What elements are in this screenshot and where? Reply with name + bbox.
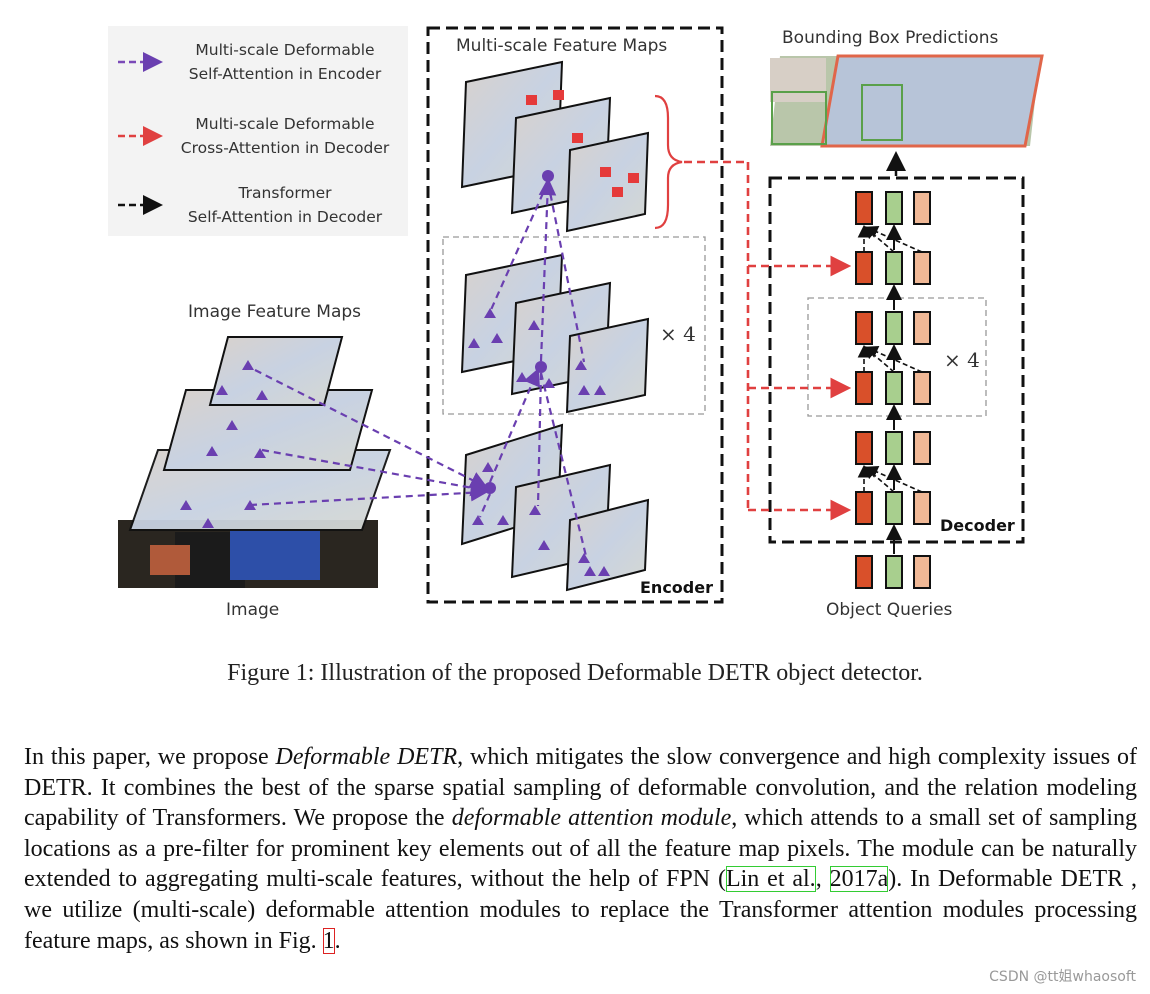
encoder-self-attention-arrows — [249, 177, 588, 557]
label-bounding-box-predictions: Bounding Box Predictions — [782, 28, 999, 48]
watermark: CSDN @tt姐whaosoft — [989, 969, 1136, 985]
citation-link[interactable]: Lin et al. — [725, 866, 816, 893]
para-text: ). In Deformable DETR , we utilize (mult… — [24, 866, 1138, 954]
figure-diagram — [118, 26, 1044, 604]
decoder-cross-attention-arrows — [684, 160, 852, 521]
label-object-queries: Object Queries — [826, 600, 953, 620]
citation-link[interactable]: 2017a — [829, 866, 889, 893]
decoder-box — [768, 176, 1025, 544]
encoder-box — [426, 26, 724, 604]
sampling-points-red — [526, 90, 639, 197]
image-feature-maps — [128, 336, 392, 531]
para-text: , which attends to a small set of sampli… — [24, 805, 1137, 893]
legend-arrows — [118, 52, 163, 215]
label-image-feature-maps: Image Feature Maps — [188, 302, 362, 322]
para-emphasis: Deformable DETR — [275, 744, 458, 770]
para-text: , which mitigates the slow convergence a… — [24, 744, 1137, 832]
label-image: Image — [226, 600, 280, 620]
label-encoder: Encoder — [640, 578, 713, 597]
body-paragraph: In this paper, we propose Deformable DET… — [24, 742, 1137, 956]
label-decoder: Decoder — [940, 516, 1015, 535]
figure-reference-link[interactable]: 1 — [322, 927, 335, 954]
encoder-repeat-box — [442, 236, 706, 415]
label-multi-scale-feature-maps: Multi-scale Feature Maps — [456, 36, 668, 56]
feature-brace — [654, 94, 683, 230]
para-emphasis: deformable attention module — [451, 805, 732, 832]
decoder-self-attention-arrows — [857, 224, 923, 493]
para-text: In this paper, we propose — [24, 744, 276, 770]
figure-caption: Figure 1: Illustration of the proposed D… — [227, 660, 923, 686]
image-photo — [118, 520, 378, 588]
para-text: . — [334, 927, 341, 954]
sampling-points-purple — [180, 170, 610, 576]
label-encoder-repeat: × 4 — [660, 322, 696, 346]
encoder-feature-maps — [460, 60, 650, 592]
label-decoder-repeat: × 4 — [944, 348, 980, 372]
bounding-box-predictions-image — [770, 54, 1044, 148]
para-text: , — [815, 866, 830, 893]
